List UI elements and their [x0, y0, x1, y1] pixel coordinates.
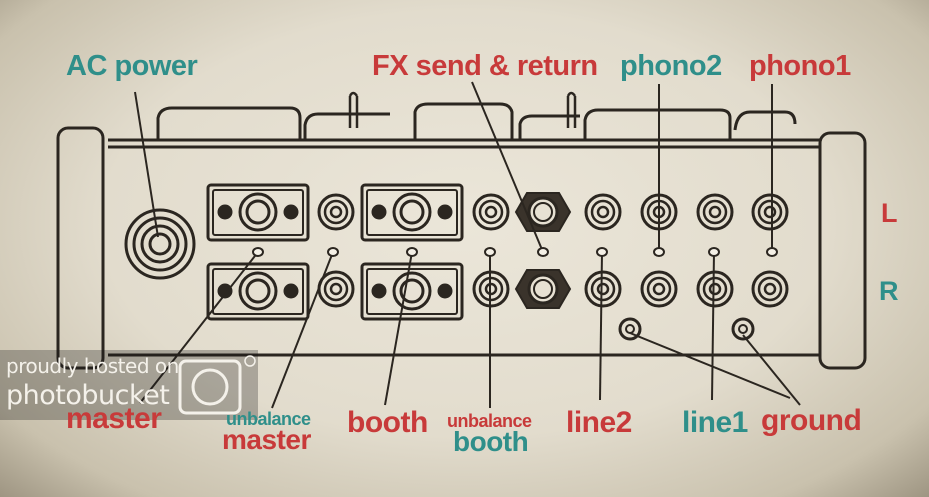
left-foot [56, 126, 105, 370]
xlr-master-r [206, 262, 310, 321]
rca-unbalance-master-l [317, 193, 355, 231]
label-booth: booth [347, 406, 428, 439]
xlr-booth-r [360, 262, 464, 321]
top-outline [156, 102, 797, 140]
fx-return-jack [514, 269, 572, 309]
label-unbalance-master-small: unbalance [226, 409, 311, 429]
label-line2: line2 [566, 406, 632, 439]
rca-line2-r [584, 270, 622, 308]
rca-phono1-l [751, 193, 789, 231]
xlr-master-l [206, 183, 310, 242]
label-left-channel: L [881, 198, 898, 228]
label-master: master [66, 402, 162, 435]
label-phono1: phono1 [749, 50, 851, 82]
switch [348, 91, 359, 128]
label-line1: line1 [682, 406, 748, 439]
rca-phono2-r [640, 270, 678, 308]
xlr-sockets [206, 183, 464, 321]
right-foot [818, 131, 867, 370]
label-unbalance-master: master [222, 424, 311, 455]
xlr-booth-l [360, 183, 464, 242]
label-right-channel: R [879, 276, 899, 306]
ground-terminal [731, 317, 755, 341]
switch [566, 91, 577, 128]
label-phono2: phono2 [620, 50, 722, 82]
label-ac-power: AC power [66, 50, 198, 82]
label-fx-send-return: FX send & return [372, 50, 598, 82]
ac-power-socket [124, 208, 196, 280]
label-ground: ground [761, 404, 862, 437]
rca-jacks [317, 193, 789, 308]
rca-unbalance-booth-l [472, 193, 510, 231]
pointer-lines [134, 81, 801, 409]
rca-phono1-r [751, 270, 789, 308]
watermark: proudly hosted on photobucket [0, 350, 258, 420]
watermark-text-line1: proudly hosted on [6, 354, 179, 378]
ground-terminal [618, 317, 642, 341]
ground-terminals [618, 317, 755, 341]
rca-line1-l [696, 193, 734, 231]
watermark-text-line2: photobucket [6, 380, 170, 411]
label-unbalance-booth-small: unbalance [447, 411, 532, 431]
fx-send-jack [514, 192, 572, 232]
label-unbalance-booth: booth [453, 426, 529, 457]
camera-icon [178, 355, 256, 415]
rca-line2-l [584, 193, 622, 231]
rca-line1-r [696, 270, 734, 308]
